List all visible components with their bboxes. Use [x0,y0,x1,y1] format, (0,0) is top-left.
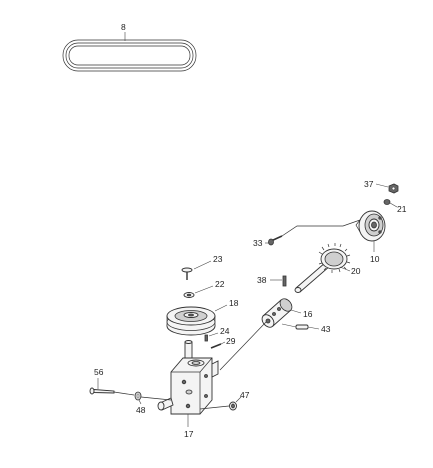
callout-18: 18 [229,298,239,308]
part-20-shaft [294,243,351,293]
callout-10: 10 [370,254,380,264]
leader-37 [375,183,389,188]
leader-23 [193,260,212,270]
leader-20 [339,266,351,272]
callout-16: 16 [303,309,313,319]
callout-48: 48 [136,405,146,415]
part-17-gearbox [157,340,219,415]
callout-20: 20 [351,266,361,276]
leader-22 [194,285,214,294]
leader-24 [208,332,219,337]
assembly-line-43 [281,323,297,328]
part-20-gear [318,243,351,273]
part-38-key [282,275,287,287]
leader-47 [235,396,242,403]
part-37-nut [388,183,399,194]
part-48-washer [134,391,142,401]
part-33-screw [268,235,283,246]
assembly-line-56 [113,391,135,396]
part-21-washer [383,199,391,205]
callout-29: 29 [226,336,236,346]
assembly-line-16 [219,321,267,371]
part-43-pin [295,324,309,330]
part-18-pulley [166,306,216,336]
callout-8: 8 [121,22,126,32]
callout-33: 33 [253,238,263,248]
callout-21: 21 [397,204,407,214]
part-22-washer [183,292,195,298]
assembly-line-33 [281,219,361,237]
part-29-pin [210,343,222,349]
leader-21 [389,202,398,208]
callout-47: 47 [240,390,250,400]
callout-56: 56 [94,367,104,377]
part-56-bolt [89,387,115,395]
leader-18 [214,304,228,312]
callout-38: 38 [257,275,267,285]
assembly-line-47 [199,405,230,410]
callout-23: 23 [213,254,223,264]
leader-29 [220,341,226,345]
part-16-coupling [261,298,293,328]
part-8-belt [62,39,197,72]
leader-43 [307,326,320,330]
callout-24: 24 [220,326,230,336]
leader-16 [290,309,302,314]
part-10-wheel [355,210,386,242]
part-47-nut [229,401,237,411]
part-23-bolt [181,267,193,280]
leader-48 [138,399,142,405]
callout-37: 37 [364,179,374,189]
callout-17: 17 [184,429,194,439]
callout-43: 43 [321,324,331,334]
callout-22: 22 [215,279,225,289]
assembly-line-48 [140,396,172,401]
part-24-key [204,334,208,342]
